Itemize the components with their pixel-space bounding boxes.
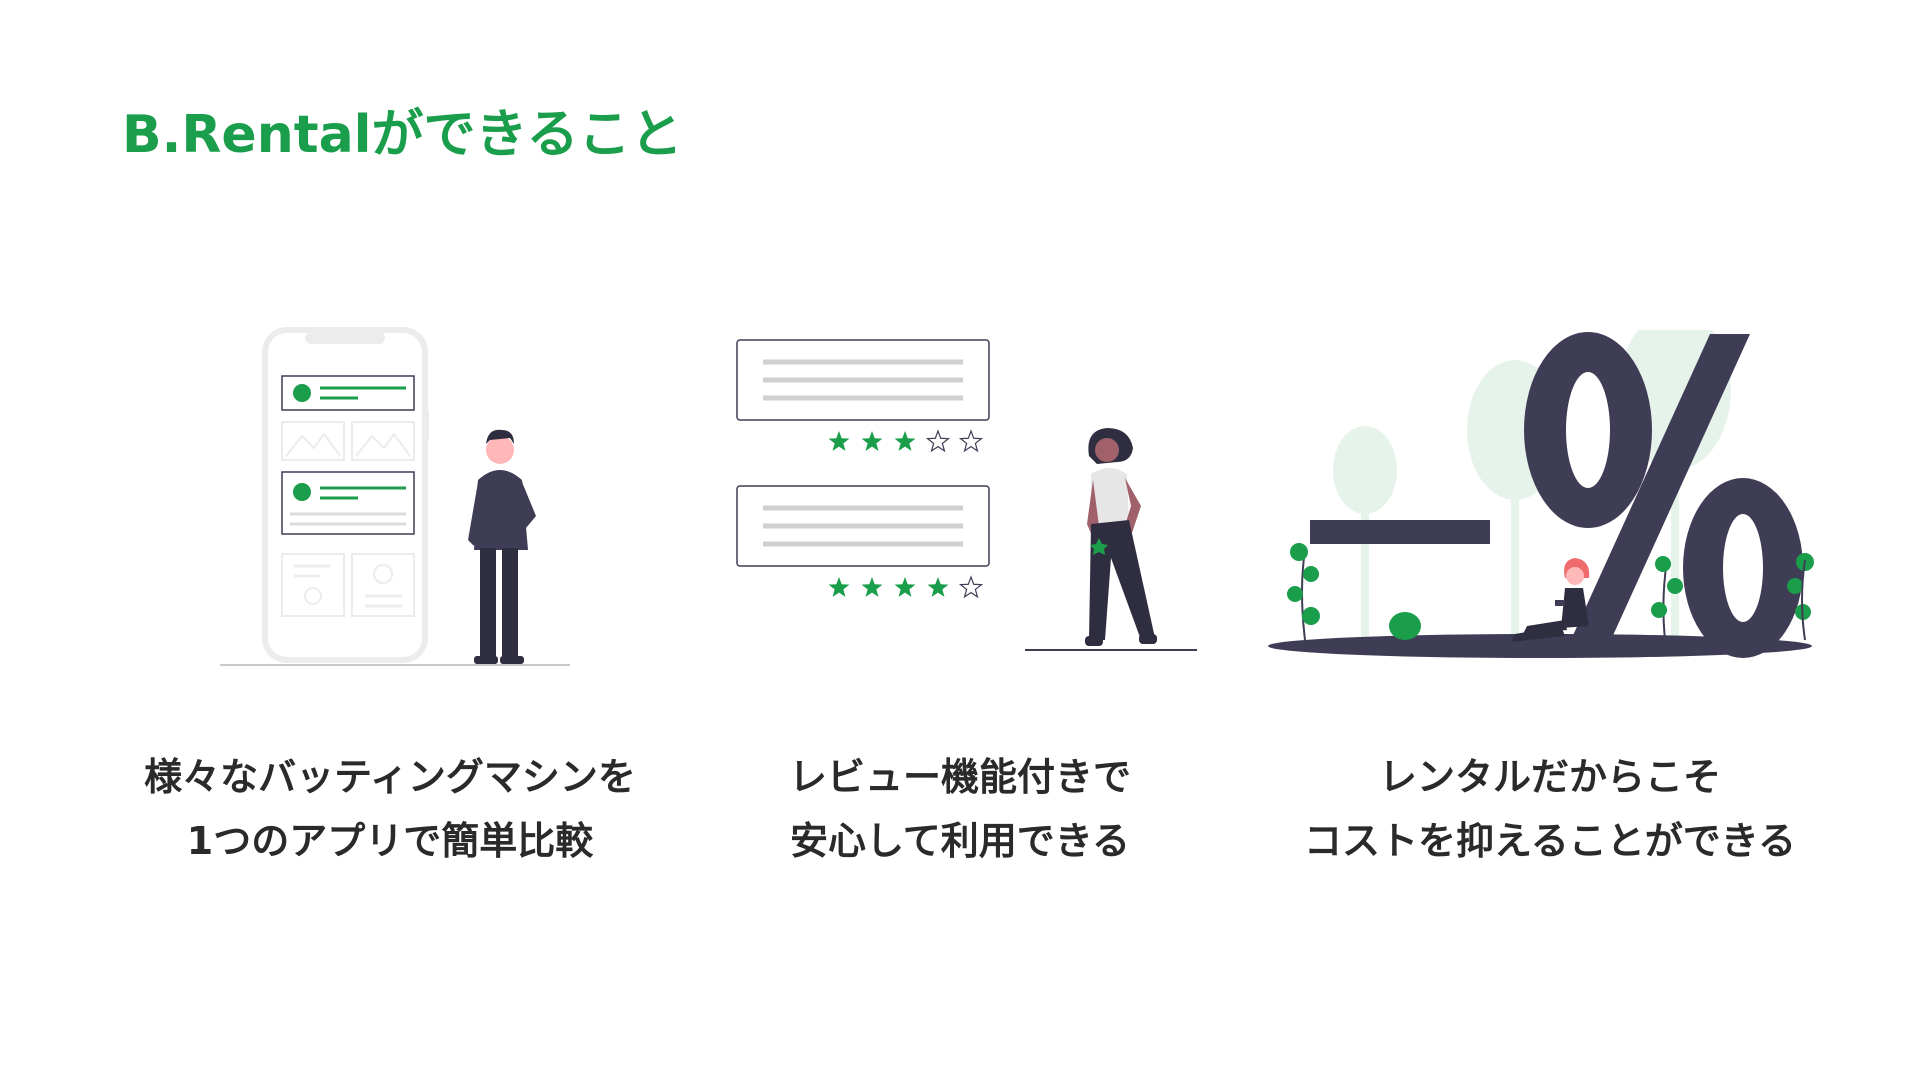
review-card	[736, 485, 990, 567]
review-card	[736, 339, 990, 421]
review-rating-stars	[828, 429, 984, 453]
filled-star-icon	[927, 577, 949, 597]
filled-star-icon	[894, 577, 916, 597]
empty-star-icon	[958, 575, 984, 599]
caption-line: レンタルだからこそ	[1378, 755, 1721, 799]
caption-line: 様々なバッティングマシンを	[144, 755, 636, 799]
empty-star-icon	[925, 429, 951, 453]
review-stars-illustration	[736, 339, 1197, 651]
caption-line: 1つのアプリで簡単比較	[186, 819, 594, 863]
feature-caption-cost: レンタルだからこそ コストを抑えることができる	[1240, 745, 1860, 873]
feature-caption-comparison: 様々なバッティングマシンを 1つのアプリで簡単比較	[110, 745, 670, 873]
empty-star-icon	[958, 429, 984, 453]
review-rating-stars	[828, 575, 984, 599]
discount-percent-illustration	[1268, 330, 1814, 658]
filled-star-icon	[828, 577, 850, 597]
page-title: B.Rentalができること	[122, 105, 683, 165]
filled-star-icon	[894, 431, 916, 451]
caption-line: コストを抑えることができる	[1303, 819, 1797, 863]
filled-star-icon	[861, 577, 883, 597]
caption-line: 安心して利用できる	[789, 819, 1131, 863]
filled-star-icon	[828, 431, 850, 451]
phone-comparison-illustration	[220, 327, 570, 666]
filled-star-icon	[861, 431, 883, 451]
feature-caption-reviews: レビュー機能付きで 安心して利用できる	[700, 745, 1220, 873]
caption-line: レビュー機能付きで	[788, 755, 1131, 799]
